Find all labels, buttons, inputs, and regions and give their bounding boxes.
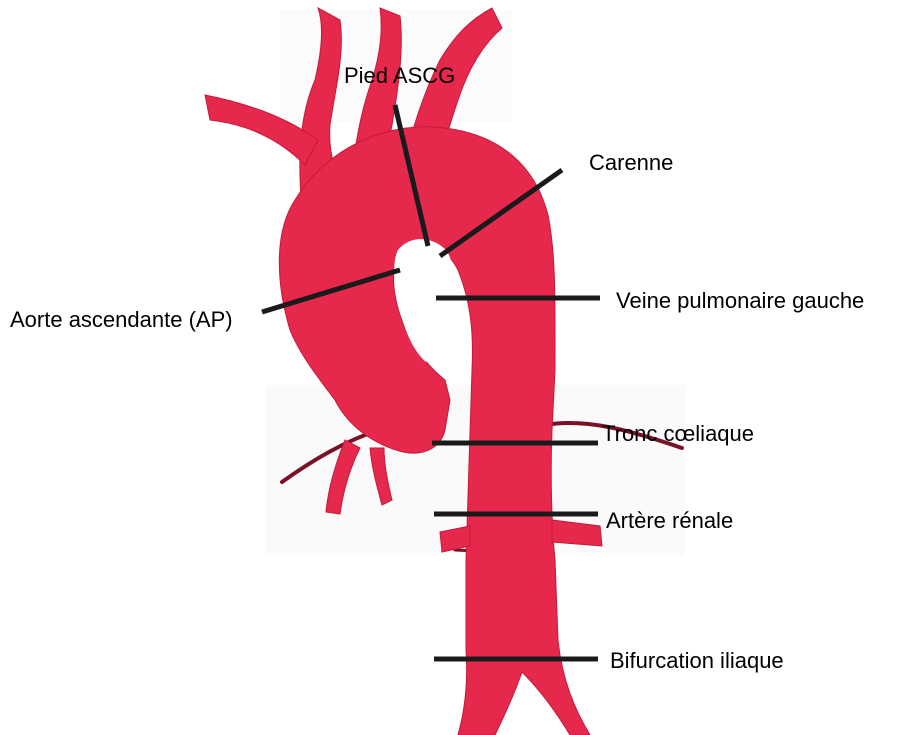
carenne-label: Carenne	[589, 152, 673, 174]
veine-pulmonaire-label: Veine pulmonaire gauche	[616, 290, 864, 312]
artere-renale-label: Artère rénale	[606, 510, 733, 532]
pied-ascg-label: Pied ASCG	[344, 65, 455, 87]
tronc-coeliaque-label: Tronc cœliaque	[602, 423, 754, 445]
aorte-ascendante-label: Aorte ascendante (AP)	[10, 309, 233, 331]
bifurcation-iliaque-label: Bifurcation iliaque	[610, 650, 784, 672]
